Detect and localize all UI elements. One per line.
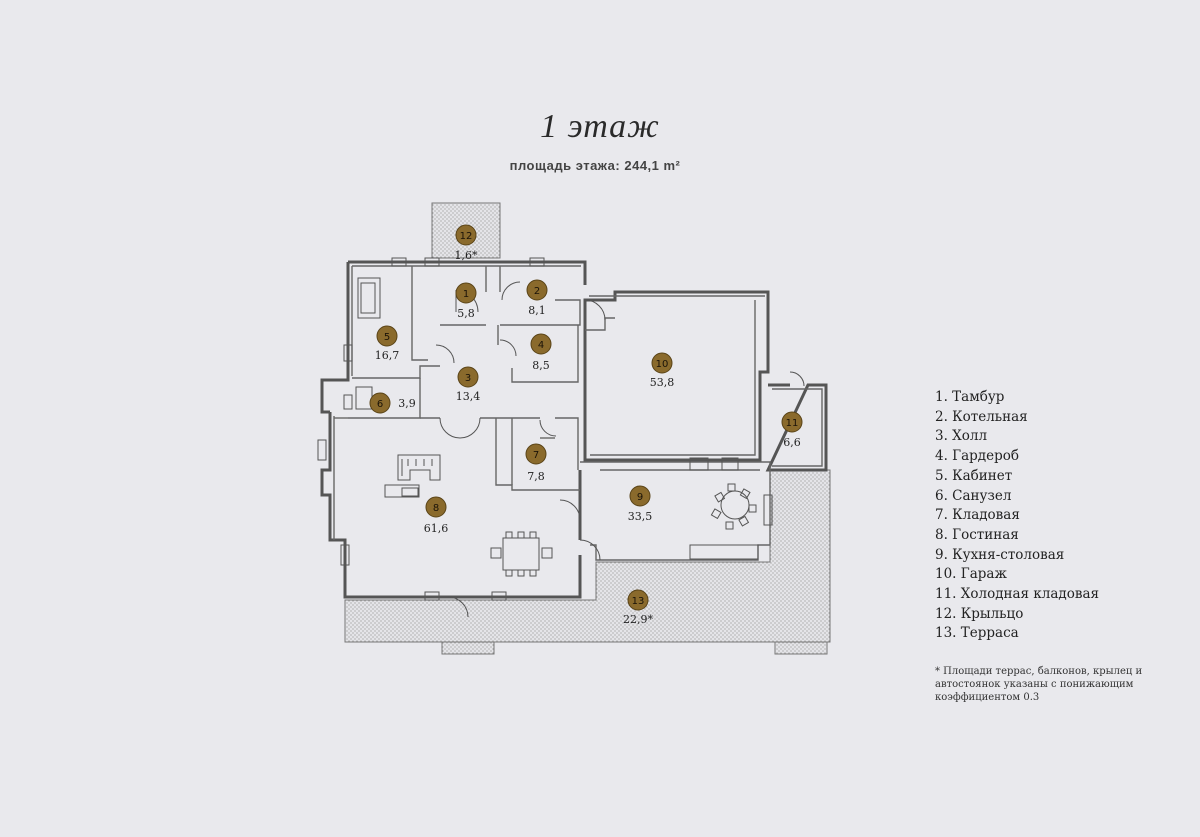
room-3-number: 3 [465, 373, 471, 384]
room-9-number: 9 [637, 492, 643, 503]
room-13-area: 22,9* [623, 613, 653, 626]
room-badge-4: 4 8,5 [530, 333, 552, 372]
room-1-number: 1 [463, 289, 469, 300]
legend-item: 7. Кладовая [935, 507, 1020, 524]
legend-item: 11. Холодная кладовая [935, 586, 1100, 603]
legend-item: 6. Санузел [935, 487, 1012, 504]
room-8-number: 8 [433, 503, 439, 514]
room-2-area: 8,1 [528, 304, 546, 317]
floor-title: 1 этаж [540, 108, 660, 145]
floor-area-subtitle: площадь этажа: 244,1 m² [509, 158, 681, 173]
room-badge-10: 10 53,8 [650, 352, 675, 389]
outer-walls [320, 260, 587, 599]
area-footnote: * Площади террас, балконов, крылец и авт… [935, 666, 1143, 703]
interior-walls [334, 266, 581, 491]
room-badge-8: 8 61,6 [424, 496, 449, 535]
kitchen-walls [580, 457, 771, 561]
legend-item: 12. Крыльцо [935, 605, 1024, 622]
room-12-area: 1,6* [455, 249, 478, 262]
legend-item: 5. Кабинет [935, 467, 1013, 484]
room-10-area: 53,8 [650, 376, 675, 389]
room-badge-13: 13 22,9* [623, 589, 653, 626]
terrace [344, 469, 831, 655]
room-2-number: 2 [534, 286, 540, 297]
furniture [355, 277, 757, 577]
legend-item: 1. Тамбур [935, 389, 1005, 405]
room-badge-3: 3 13,4 [456, 366, 481, 403]
room-badge-2: 2 8,1 [526, 279, 548, 317]
room-7-number: 7 [533, 450, 539, 461]
room-4-area: 8,5 [532, 359, 550, 372]
legend-item: 4. Гардероб [935, 448, 1019, 465]
legend-item: 2. Котельная [935, 408, 1028, 425]
room-11-area: 6,6 [783, 436, 801, 449]
room-5-area: 16,7 [375, 349, 400, 362]
room-4-number: 4 [538, 340, 544, 351]
garage [583, 290, 770, 462]
legend-item: 3. Холл [935, 428, 988, 445]
room-8-area: 61,6 [424, 522, 449, 535]
cold-storage [765, 383, 828, 472]
room-badge-12: 12 1,6* [455, 224, 478, 262]
room-badge-7: 7 7,8 [525, 443, 547, 483]
legend-item: 10. Гараж [935, 566, 1007, 583]
room-11-number: 11 [786, 418, 799, 429]
room-12-number: 12 [460, 231, 473, 242]
legend-item: 13. Терраса [935, 625, 1019, 642]
room-1-area: 5,8 [457, 307, 475, 320]
room-7-area: 7,8 [527, 470, 545, 483]
room-5-number: 5 [384, 332, 390, 343]
room-badge-1: 1 5,8 [455, 282, 477, 320]
room-10-number: 10 [656, 359, 669, 370]
room-badge-5: 5 16,7 [375, 325, 400, 362]
room-6-number: 6 [377, 399, 383, 410]
room-legend: 1. Тамбур 2. Котельная 3. Холл 4. Гардер… [935, 388, 1099, 644]
doors [435, 281, 805, 618]
room-badge-11: 11 6,6 [781, 411, 803, 449]
room-badge-6: 6 3,9 [369, 392, 416, 414]
legend-item: 8. Гостиная [935, 526, 1019, 543]
room-9-area: 33,5 [628, 510, 653, 523]
room-badge-9: 9 33,5 [628, 485, 653, 523]
room-13-number: 13 [632, 596, 645, 607]
room-6-area: 3,9 [398, 397, 416, 410]
windows [317, 257, 773, 601]
legend-item: 9. Кухня-столовая [935, 546, 1065, 563]
room-3-area: 13,4 [456, 390, 481, 403]
